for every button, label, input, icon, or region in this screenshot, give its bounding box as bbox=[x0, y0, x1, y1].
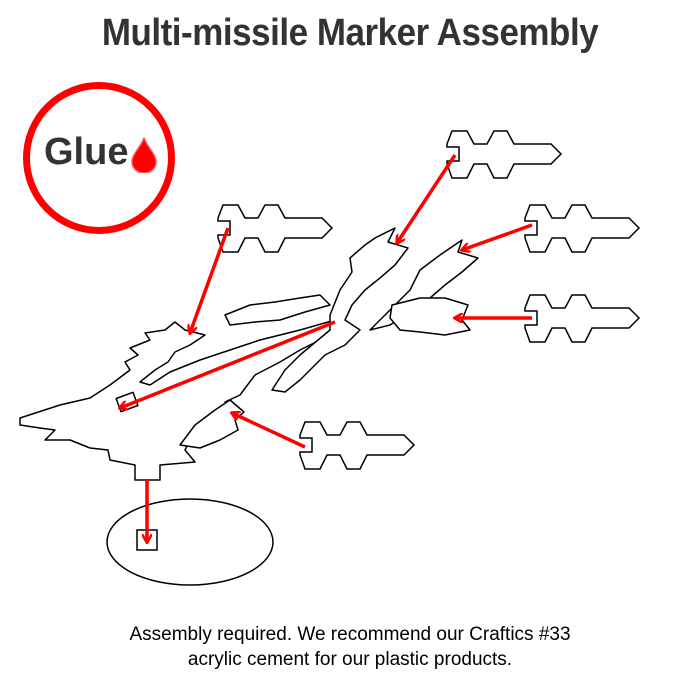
arrow-missile-2 bbox=[397, 154, 457, 243]
glue-drop-icon bbox=[131, 137, 157, 173]
footer-line-1: Assembly required. We recommend our Craf… bbox=[129, 624, 571, 645]
glue-badge: Glue bbox=[23, 82, 175, 234]
arrow-missile-5 bbox=[232, 413, 306, 449]
dragon-wing-left bbox=[224, 294, 331, 326]
missile-4 bbox=[524, 294, 640, 343]
missile-5 bbox=[299, 421, 415, 470]
arrow-wing-peg bbox=[120, 320, 336, 408]
arrow-missile-1 bbox=[190, 227, 230, 333]
dragon-neck-1 bbox=[271, 227, 409, 393]
arrow-missile-3 bbox=[462, 223, 533, 250]
dragon-neck-3 bbox=[389, 297, 471, 336]
footer-note: Assembly required. We recommend our Craf… bbox=[0, 622, 700, 672]
missile-2 bbox=[446, 130, 562, 179]
glue-label: Glue bbox=[44, 131, 129, 173]
missile-3 bbox=[524, 204, 640, 253]
footer-line-2: acrylic cement for our plastic products. bbox=[187, 649, 513, 670]
missile-1 bbox=[217, 204, 333, 253]
dragon-body bbox=[19, 319, 343, 481]
display-base bbox=[106, 498, 274, 586]
page-title: Multi-missile Marker Assembly bbox=[101, 12, 599, 54]
